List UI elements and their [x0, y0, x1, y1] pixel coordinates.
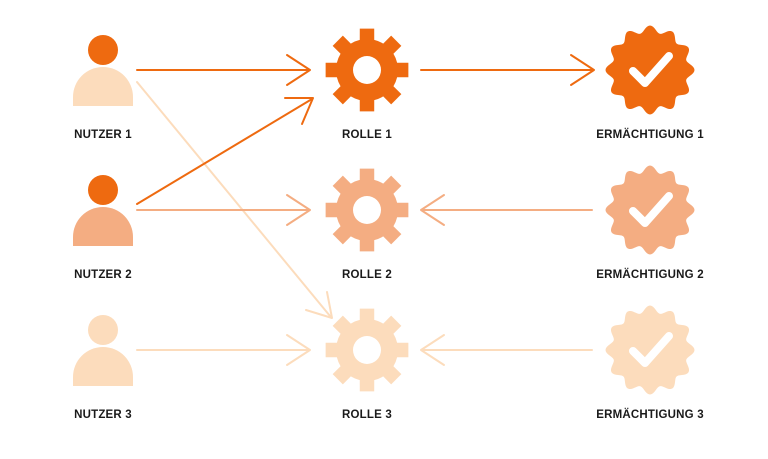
permission-2: ERMÄCHTIGUNG 2 [596, 165, 704, 281]
gear-shape [325, 168, 409, 252]
badge-shape [605, 25, 695, 115]
arrow-user2-role1 [136, 98, 313, 205]
connections [136, 54, 595, 366]
gear-icon [325, 28, 409, 112]
permission-1: ERMÄCHTIGUNG 1 [596, 25, 704, 141]
role-3: ROLLE 3 [325, 308, 409, 421]
permission-label: ERMÄCHTIGUNG 2 [596, 268, 704, 281]
arrowhead-user3-role3 [286, 334, 311, 366]
role-label: ROLLE 3 [342, 409, 392, 421]
arrowhead-user1-role3 [305, 291, 333, 319]
user-label: NUTZER 2 [74, 269, 132, 281]
arrowhead-user2-role1 [284, 97, 314, 125]
user-label: NUTZER 3 [74, 409, 132, 421]
gear-shape [325, 308, 409, 392]
permission-3: ERMÄCHTIGUNG 3 [596, 305, 704, 421]
checkmark-icon [629, 332, 673, 367]
permission-label: ERMÄCHTIGUNG 1 [596, 128, 704, 141]
user-2: NUTZER 2 [73, 175, 133, 281]
role-1: ROLLE 1 [325, 28, 409, 141]
permissions-column: ERMÄCHTIGUNG 1 ERMÄCHTIGUNG 2 ERMÄCHTIGU… [596, 25, 704, 421]
role-2: ROLLE 2 [325, 168, 409, 281]
gear-shape [325, 28, 409, 112]
users-column: NUTZER 1 NUTZER 2 NUTZER 3 [73, 35, 133, 421]
user-3: NUTZER 3 [73, 315, 133, 421]
user-icon [73, 315, 133, 386]
check-badge-icon [605, 165, 695, 255]
check-badge-icon [605, 25, 695, 115]
roles-column: ROLLE 1 ROLLE 2 ROLLE 3 [325, 28, 409, 421]
arrowhead-perm2-role2 [420, 194, 445, 226]
arrowhead-user2-role2 [286, 194, 311, 226]
gear-icon [325, 168, 409, 252]
checkmark-icon [629, 52, 673, 87]
user-label: NUTZER 1 [74, 129, 132, 141]
permission-label: ERMÄCHTIGUNG 3 [596, 408, 704, 421]
user-1: NUTZER 1 [73, 35, 133, 141]
role-label: ROLLE 1 [342, 129, 392, 141]
user-icon [73, 35, 133, 106]
gear-icon [325, 308, 409, 392]
arrow-user1-role3 [136, 81, 331, 317]
arrowhead-role1-perm1 [570, 54, 595, 86]
checkmark-icon [629, 192, 673, 227]
badge-shape [605, 305, 695, 395]
arrowhead-user1-role1 [286, 54, 311, 86]
badge-shape [605, 165, 695, 255]
user-icon [73, 175, 133, 246]
arrowhead-perm3-role3 [420, 334, 445, 366]
role-label: ROLLE 2 [342, 269, 392, 281]
check-badge-icon [605, 305, 695, 395]
